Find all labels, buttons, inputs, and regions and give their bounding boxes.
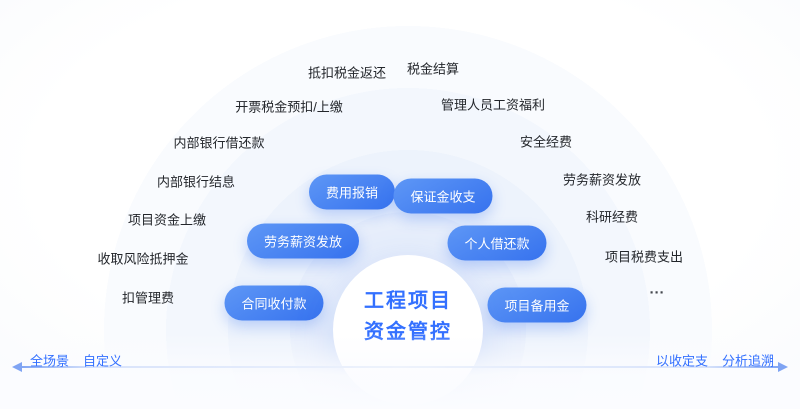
axis-labels-left: 全场景 自定义	[30, 351, 122, 370]
axis-label-full-scenario: 全场景	[30, 353, 70, 369]
axis-labels-right: 以收定支 分析追溯	[656, 351, 774, 370]
label-internal-bank-loan: 内部银行借还款	[173, 135, 265, 151]
label-project-tax-expense: 项目税费支出	[604, 249, 684, 265]
pill-contract-payment: 合同收付款	[224, 285, 324, 321]
center-title-line1: 工程项目	[364, 290, 452, 312]
label-tax-deduction-refund: 抵扣税金返还	[307, 65, 387, 81]
label-management-salary-welfare: 管理人员工资福利	[440, 97, 546, 113]
label-risk-deposit-collection: 收取风险抵押金	[97, 251, 189, 267]
pill-deposit-income-expense: 保证金收支	[393, 178, 493, 214]
arrow-right-icon	[778, 362, 788, 372]
bottom-fade	[0, 334, 800, 409]
axis-label-custom: 自定义	[83, 353, 123, 369]
bottom-axis-line	[18, 366, 782, 368]
label-ellipsis: ···	[649, 284, 665, 302]
pill-project-reserve-fund: 项目备用金	[487, 287, 587, 323]
label-invoice-tax-withholding: 开票税金预扣/上缴	[235, 99, 343, 115]
axis-label-spend-by-income: 以收定支	[655, 353, 708, 369]
label-labor-salary-outer: 劳务薪资发放	[562, 172, 642, 188]
label-management-fee-deduction: 扣管理费	[121, 290, 175, 306]
pill-expense-reimbursement: 费用报销	[308, 174, 396, 210]
label-tax-settlement: 税金结算	[406, 61, 460, 77]
label-project-fund-submission: 项目资金上缴	[127, 212, 207, 228]
pill-labor-salary-payment: 劳务薪资发放	[246, 223, 360, 259]
arrow-left-icon	[12, 362, 22, 372]
label-research-expense: 科研经费	[585, 209, 639, 225]
pill-personal-loan-repayment: 个人借还款	[447, 225, 547, 261]
axis-label-analysis-trace: 分析追溯	[721, 353, 774, 369]
label-safety-expense: 安全经费	[519, 134, 573, 150]
label-internal-bank-interest: 内部银行结息	[156, 174, 236, 190]
